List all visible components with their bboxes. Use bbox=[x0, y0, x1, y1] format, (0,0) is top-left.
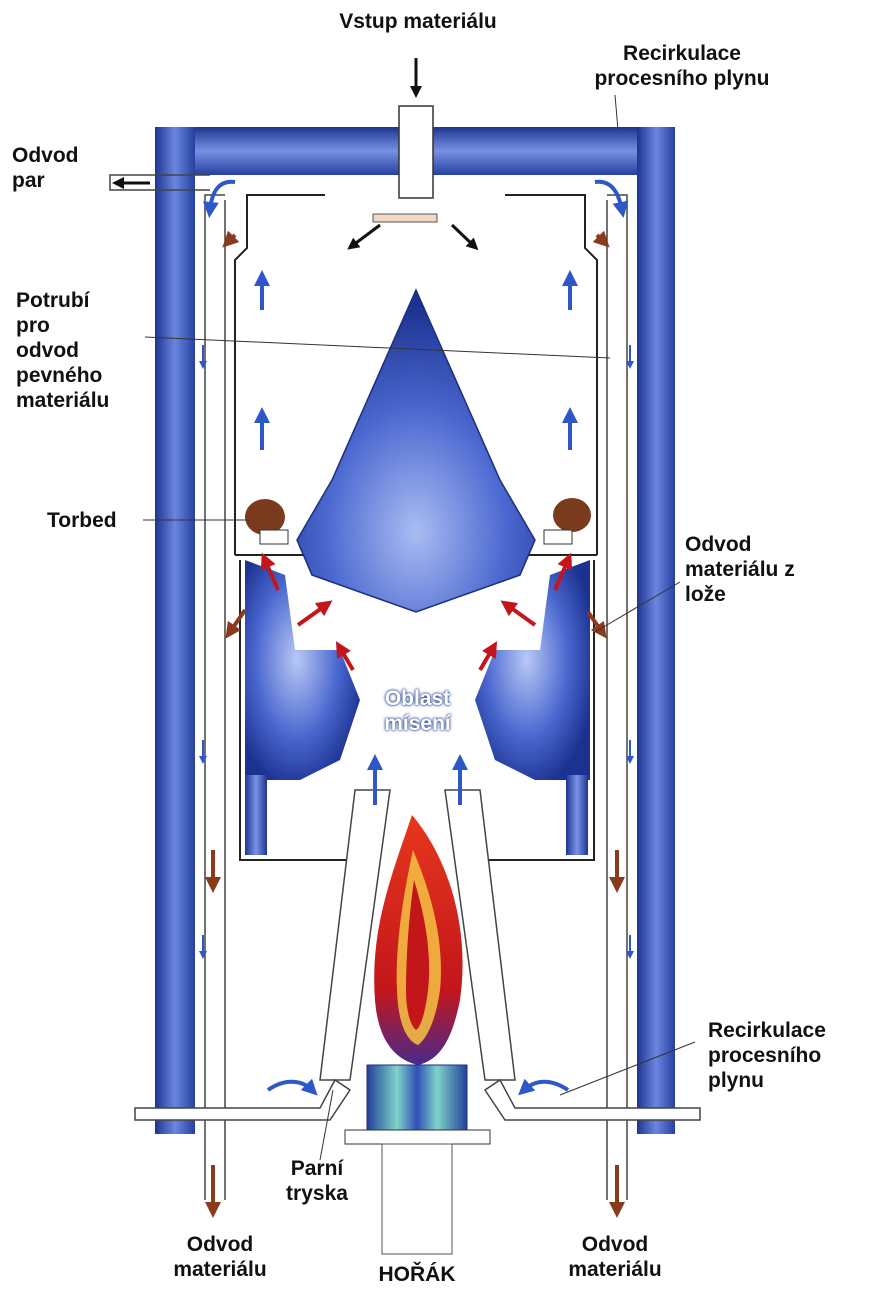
label-torbed: Torbed bbox=[47, 508, 147, 533]
label-odvod-materialu-right: Odvod materiálu bbox=[545, 1232, 685, 1282]
label-odvod-loze: Odvod materiálu z lože bbox=[685, 532, 855, 607]
label-vstup-materialu: Vstup materiálu bbox=[298, 9, 538, 34]
label-recirkulace-bottom: Recirkulace procesního plynu bbox=[708, 1018, 868, 1093]
label-oblast-miseni: Oblast mísení bbox=[355, 686, 480, 736]
label-parni-tryska: Parní tryska bbox=[262, 1156, 372, 1206]
label-horak: HOŘÁK bbox=[352, 1262, 482, 1287]
label-potrubi: Potrubí pro odvod pevného materiálu bbox=[16, 288, 156, 413]
label-odvod-par: Odvod par bbox=[12, 143, 112, 193]
label-odvod-materialu-left: Odvod materiálu bbox=[150, 1232, 290, 1282]
label-recirkulace-top: Recirkulace procesního plynu bbox=[552, 41, 812, 91]
